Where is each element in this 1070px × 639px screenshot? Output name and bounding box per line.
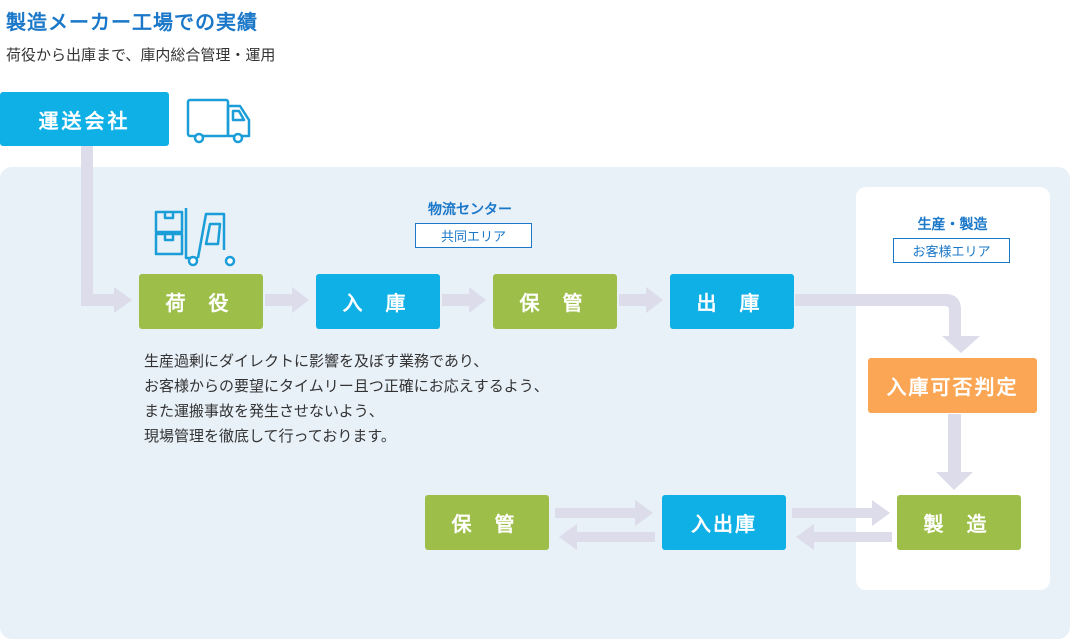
forklift-cab	[196, 212, 226, 259]
step-handling: 荷 役	[139, 274, 263, 329]
arrow-to-inout-right	[635, 500, 653, 526]
description: 生産過剰にダイレクトに影響を及ぼす業務であり、 お客様からの要望にタイムリー且つ…	[144, 349, 549, 449]
arrow-to-handling	[114, 287, 132, 313]
box-top-tape	[163, 212, 175, 220]
forklift-window	[204, 222, 222, 246]
connector-inspection-down	[948, 414, 961, 474]
forklift-wheel-front	[187, 255, 199, 267]
truck-window	[231, 109, 246, 122]
arrow-to-manufacturing	[936, 472, 973, 490]
page-subtitle: 荷役から出庫まで、庫内総合管理・運用	[6, 46, 276, 64]
description-line: 現場管理を徹底して行っております。	[144, 427, 396, 445]
connector-1	[265, 294, 295, 306]
connector-2	[442, 294, 472, 306]
connector-3	[619, 294, 649, 306]
box-bottom-tape	[163, 234, 175, 242]
connector-manuf-left	[812, 532, 892, 542]
forklift-mast	[184, 208, 198, 260]
connector-inout-left	[575, 532, 655, 542]
step-storage: 保 管	[493, 274, 617, 329]
step-manufacturing: 製 造	[897, 495, 1021, 550]
arrow-to-shipping	[646, 287, 663, 313]
production-tag: お客様エリア	[893, 238, 1010, 263]
logistics-center-title: 物流センター	[428, 202, 512, 218]
step-inspection: 入庫可否判定	[868, 358, 1037, 413]
carrier-box: 運送会社	[0, 92, 169, 146]
description-line: お客様からの要望にタイムリー且つ正確にお応えするよう、	[144, 377, 549, 395]
description-line: 生産過剰にダイレクトに影響を及ぼす業務であり、	[144, 352, 489, 370]
arrow-to-receiving	[292, 287, 309, 313]
connector-carrier-right	[81, 294, 116, 306]
arrow-to-storage	[469, 287, 486, 313]
connector-shipping-bend	[795, 294, 961, 338]
truck-icon	[186, 98, 251, 144]
forklift-boxes-icon	[154, 208, 236, 267]
logistics-center-tag: 共同エリア	[415, 223, 532, 248]
step-storage-bottom: 保 管	[425, 495, 549, 550]
connector-inout-right	[792, 508, 874, 518]
connector-carrier-down	[81, 146, 93, 306]
truck-cab	[226, 104, 251, 138]
forklift-wheel-back	[224, 255, 236, 267]
step-shipping: 出 庫	[670, 274, 794, 329]
connector-storage-right	[555, 508, 637, 518]
truck-wheel-back	[193, 132, 205, 144]
box-top	[154, 210, 184, 234]
arrow-to-inout	[796, 524, 814, 550]
box-bottom	[154, 232, 184, 256]
step-receiving: 入 庫	[316, 274, 440, 329]
arrow-to-storage-bottom	[559, 524, 577, 550]
page-title: 製造メーカー工場での実績	[6, 10, 258, 34]
production-title: 生産・製造	[917, 217, 988, 233]
step-inout: 入出庫	[662, 495, 786, 550]
arrow-to-inspection	[942, 336, 980, 353]
description-line: また運搬事故を発生させないよう、	[144, 402, 384, 420]
arrow-to-manufacturing-bottom	[872, 500, 890, 526]
truck-wheel-front	[232, 132, 244, 144]
